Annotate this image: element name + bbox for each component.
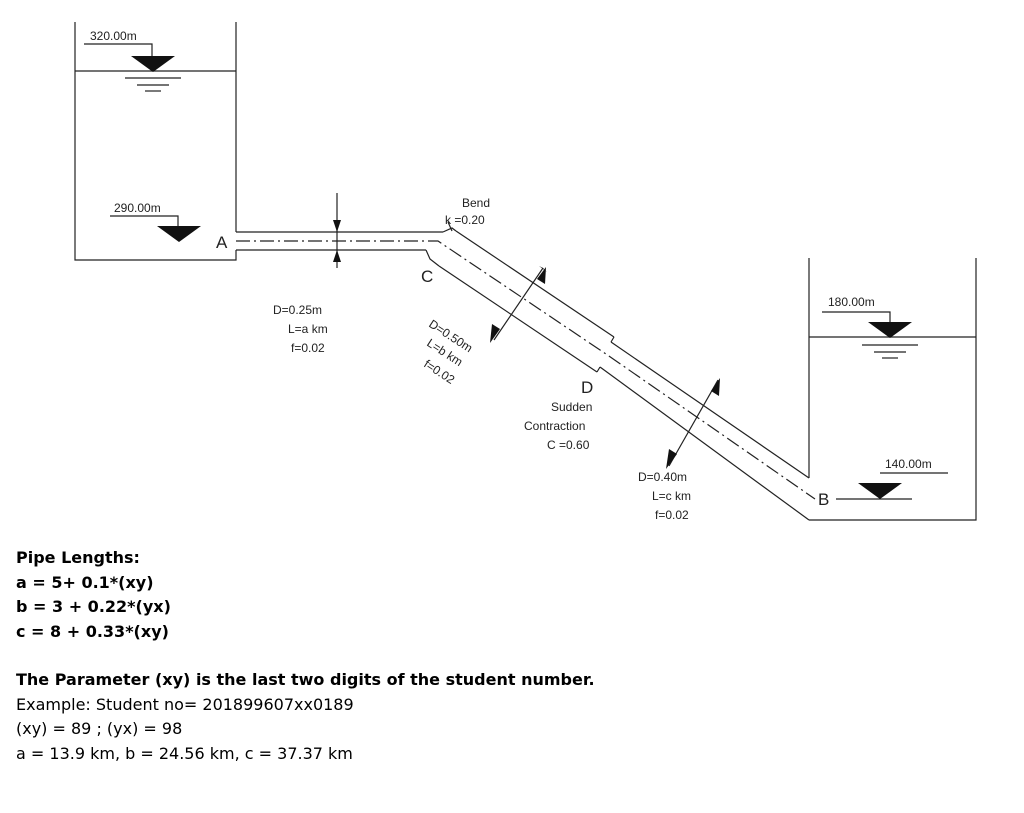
- contraction-line-1: Sudden: [551, 400, 592, 414]
- pipe-system-diagram: 320.00m 290.00m 180.00m 140.00m A B C D …: [74, 22, 977, 522]
- level-line-320: [84, 43, 153, 56]
- pipe-1-friction: f=0.02: [291, 341, 325, 355]
- problem-text: Pipe Lengths: a = 5+ 0.1*(xy) b = 3 + 0.…: [16, 546, 1006, 766]
- pipe-3-length: L=c km: [652, 489, 691, 503]
- bend-title: Bend: [462, 196, 490, 210]
- reservoir-a-walls: [74, 22, 237, 261]
- equation-b: b = 3 + 0.22*(yx): [16, 597, 171, 616]
- parameter-note: The Parameter (xy) is the last two digit…: [16, 670, 595, 689]
- level-290-label: 290.00m: [114, 201, 161, 215]
- water-level-marker-b: [868, 322, 912, 338]
- level-180-label: 180.00m: [828, 295, 875, 309]
- level-320-label: 320.00m: [90, 29, 137, 43]
- example-xy-values: (xy) = 89 ; (yx) = 98: [16, 719, 183, 738]
- reservoir-b-walls: [808, 258, 977, 521]
- pipe-1: [236, 231, 443, 251]
- level-140-label: 140.00m: [885, 457, 932, 471]
- pipe-lengths-heading: Pipe Lengths:: [16, 548, 140, 567]
- water-level-marker-a: [131, 56, 175, 72]
- pipe-1-diameter: D=0.25m: [273, 303, 322, 317]
- elevation-marker-a: [157, 226, 201, 242]
- contraction-line-2: Contraction: [524, 419, 585, 433]
- pipe-1-length: L=a km: [288, 322, 328, 336]
- dim-pipe-2: [493, 267, 544, 341]
- pipe-3: [599, 341, 810, 521]
- pipe-3-diameter: D=0.40m: [638, 470, 687, 484]
- bend-k: k =0.20: [445, 213, 485, 227]
- contraction-cc: C =0.60: [547, 438, 590, 452]
- level-line-180: [822, 311, 891, 322]
- example-student-number: Example: Student no= 201899607xx0189: [16, 694, 354, 714]
- example-results: a = 13.9 km, b = 24.56 km, c = 37.37 km: [16, 743, 353, 763]
- point-a-label: A: [216, 233, 228, 252]
- level-line-290: [110, 215, 179, 226]
- sudden-contraction: [596, 336, 615, 373]
- equation-a: a = 5+ 0.1*(xy): [16, 572, 154, 592]
- point-c-label: C: [421, 267, 433, 286]
- point-d-label: D: [581, 378, 593, 397]
- pipe-2: [438, 230, 615, 373]
- elevation-marker-b: [858, 483, 902, 499]
- bend: [425, 227, 457, 267]
- point-b-label: B: [818, 490, 829, 509]
- dim-pipe-3: [668, 379, 719, 467]
- equation-c: c = 8 + 0.33*(xy): [16, 621, 169, 641]
- pipe-3-friction: f=0.02: [655, 508, 689, 522]
